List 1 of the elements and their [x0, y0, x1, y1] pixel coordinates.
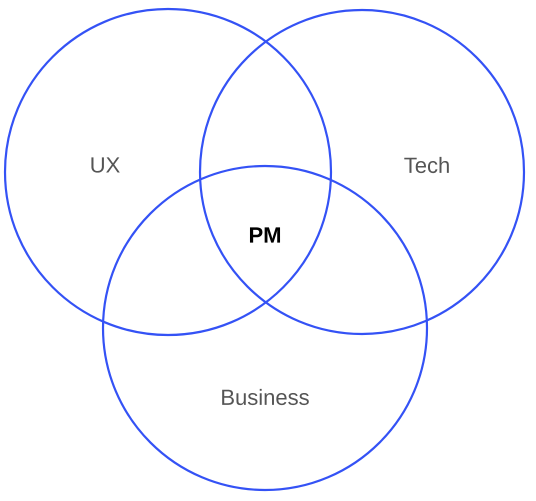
- center-label: PM: [250, 227, 280, 243]
